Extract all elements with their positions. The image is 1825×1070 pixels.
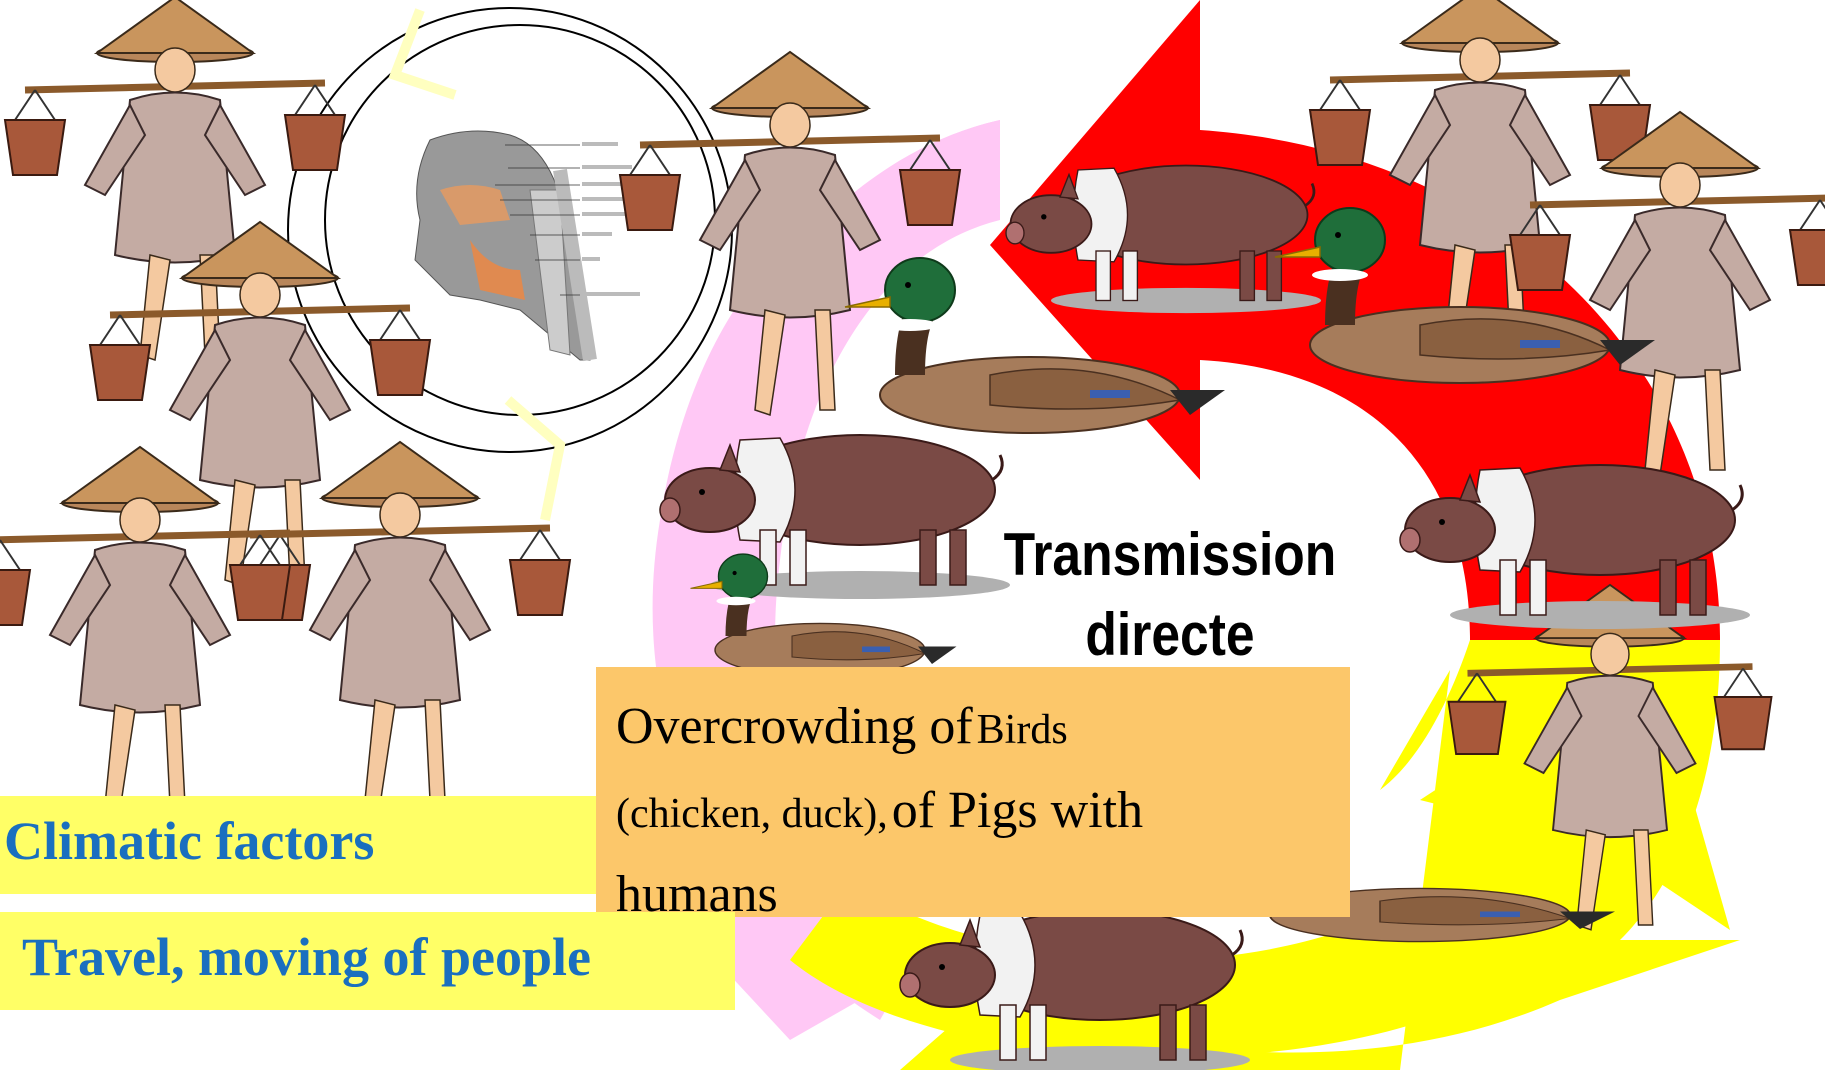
overcrowding-text-3: (chicken, duck),: [616, 791, 888, 837]
transmission-title: Transmission directe: [981, 515, 1359, 675]
travel-label: Travel, moving of people: [0, 912, 735, 1010]
overcrowding-text-2: Birds: [977, 707, 1068, 753]
overcrowding-text-4: of Pigs with: [892, 782, 1143, 839]
transmission-line-2: directe: [981, 595, 1359, 675]
overcrowding-box: Overcrowding of Birds (chicken, duck), o…: [596, 667, 1350, 917]
climatic-factors-label: Climatic factors: [0, 796, 596, 894]
transmission-line-1: Transmission: [981, 515, 1359, 595]
overcrowding-text-1: Overcrowding of: [616, 698, 973, 755]
magnifier-corner-mark: [508, 400, 560, 520]
farmer-icon: [230, 442, 570, 805]
farmer-icon: [0, 447, 310, 810]
